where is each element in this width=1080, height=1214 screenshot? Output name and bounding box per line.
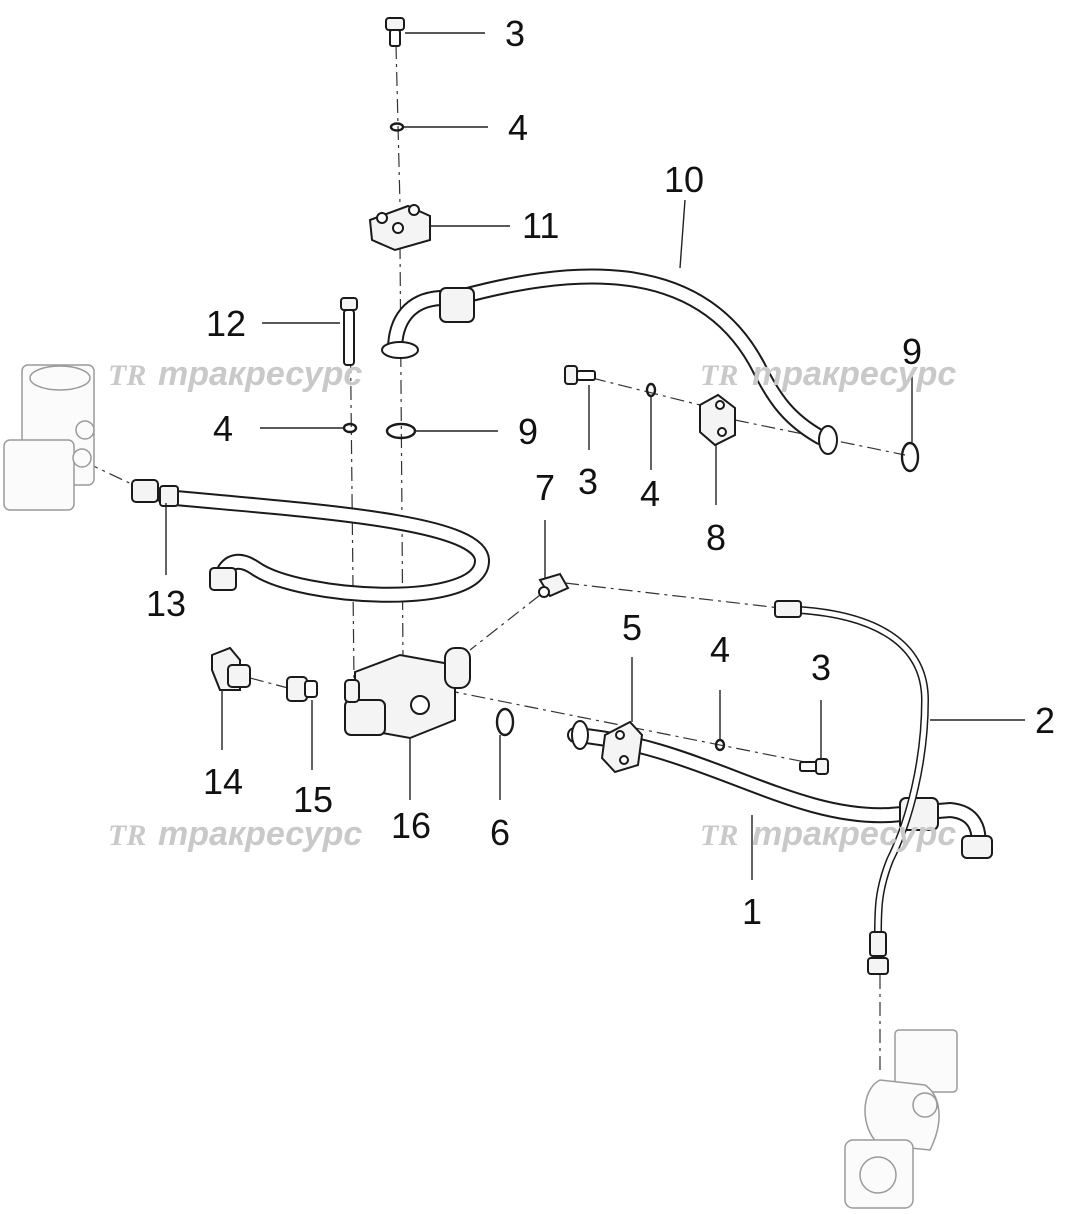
callout-2: 2 (1035, 700, 1055, 741)
washer-4-top (389, 122, 405, 132)
leader-lines (165, 32, 1025, 880)
callout-3-mid: 3 (578, 461, 598, 502)
callout-10: 10 (664, 159, 704, 200)
callout-3-low: 3 (811, 647, 831, 688)
callout-4-top: 4 (508, 107, 528, 148)
callout-1: 1 (742, 891, 762, 932)
callout-7: 7 (535, 467, 555, 508)
svg-text:тракресурс: тракресурс (752, 815, 956, 853)
svg-text:тракресурс: тракресурс (752, 355, 956, 393)
valve-block-16 (344, 647, 471, 740)
callout-4-mid: 4 (640, 473, 660, 514)
svg-text:тракресурс: тракресурс (158, 815, 362, 853)
callout-9-right: 9 (902, 331, 922, 372)
svg-text:TR: TR (700, 359, 738, 392)
watermark-bottom-left: TR тракресурс (108, 815, 362, 853)
callout-8: 8 (706, 517, 726, 558)
o-ring-6 (495, 707, 515, 737)
callout-15: 15 (293, 779, 333, 820)
hose-13 (131, 479, 491, 603)
hose-2 (774, 600, 930, 975)
assembly-axes (84, 44, 906, 1075)
callout-14: 14 (203, 761, 243, 802)
flange-clamp-8 (699, 393, 736, 447)
hose-1 (567, 720, 993, 859)
svg-text:TR: TR (108, 819, 146, 852)
watermark-top-right: TR тракресурс (700, 355, 956, 393)
callout-4-low: 4 (710, 629, 730, 670)
bolt-12 (340, 297, 358, 366)
steering-unit-ghost (3, 364, 95, 511)
callout-13: 13 (146, 583, 186, 624)
callout-labels: 3 4 10 11 12 9 4 9 7 3 4 8 13 5 4 3 2 14… (146, 13, 1055, 932)
bolt-3-low (799, 758, 829, 775)
callout-5: 5 (622, 607, 642, 648)
watermark-bottom-right: TR тракресурс (700, 815, 956, 853)
valve-block-ghost (844, 1029, 958, 1209)
callout-11: 11 (522, 205, 559, 246)
callout-9-center: 9 (518, 411, 538, 452)
callout-6: 6 (490, 812, 510, 853)
elbow-fitting-7 (538, 572, 570, 598)
bolt-3-top (385, 17, 405, 47)
washer-4-left (342, 422, 358, 434)
svg-text:TR: TR (700, 819, 738, 852)
adapter-15 (286, 676, 318, 702)
svg-text:TR: TR (108, 359, 146, 392)
callout-12: 12 (206, 303, 246, 344)
callout-3-top: 3 (505, 13, 525, 54)
callout-4-left: 4 (213, 408, 233, 449)
watermark-top-left: TR тракресурс (108, 355, 362, 393)
hose-10 (381, 268, 838, 455)
svg-text:тракресурс: тракресурс (158, 355, 362, 393)
bolt-3-mid (564, 365, 596, 385)
o-ring-9-right (900, 441, 920, 473)
flange-clamp-11 (368, 204, 431, 252)
flange-clamp-5 (600, 720, 644, 774)
callout-16: 16 (391, 805, 431, 846)
elbow-fitting-14 (211, 646, 251, 691)
washer-4-mid (645, 382, 657, 398)
